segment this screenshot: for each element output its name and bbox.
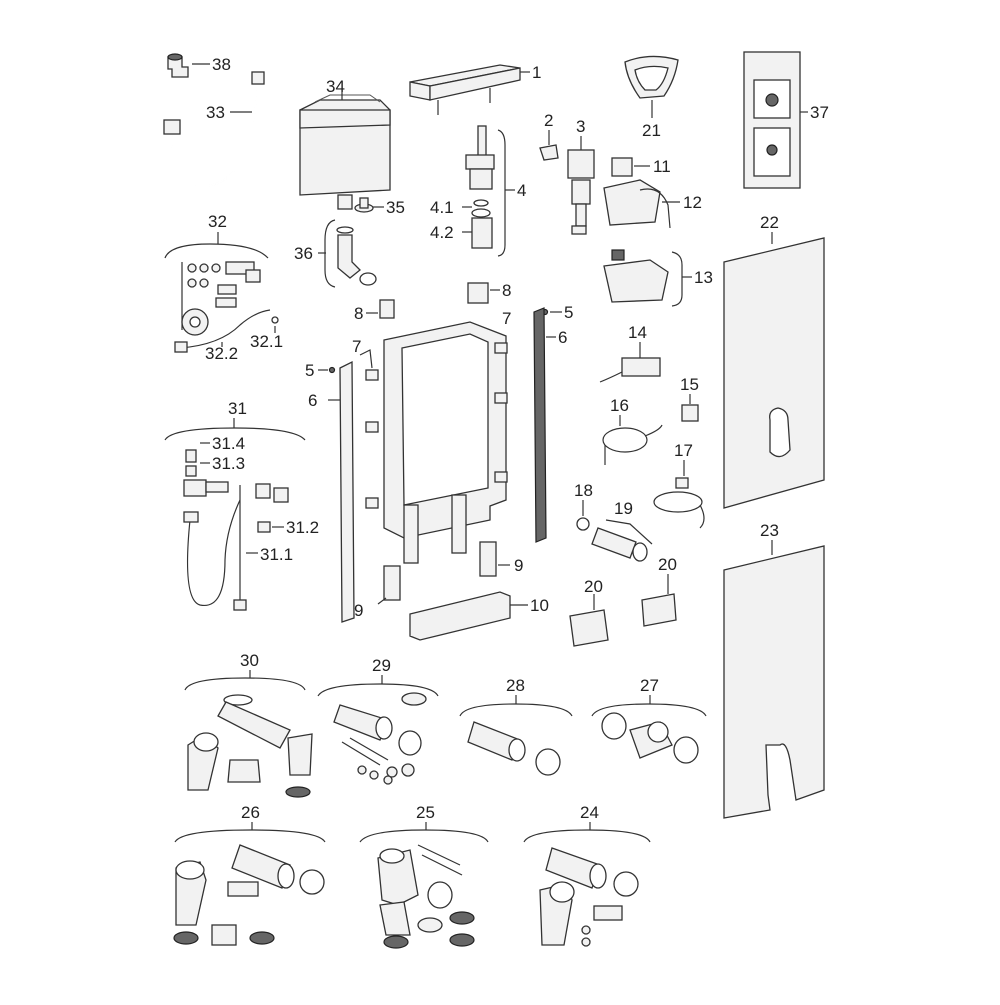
- label-4: 4: [517, 181, 526, 200]
- label-7-left: 7: [352, 337, 361, 356]
- label-35: 35: [386, 198, 405, 217]
- label-5-left: 5: [305, 361, 314, 380]
- part-22-panel: [723, 237, 825, 509]
- label-31-1: 31.1: [260, 545, 293, 564]
- label-1: 1: [532, 63, 541, 82]
- part-26-set: [173, 844, 325, 946]
- part-19-pipe: [591, 527, 648, 562]
- part-11-block: [611, 157, 633, 177]
- label-31-3: 31.3: [212, 454, 245, 473]
- part-2-clip: [539, 144, 559, 161]
- part-28-pipe: [467, 721, 561, 776]
- part-3-fill-valve: [567, 149, 595, 235]
- part-32-connection-set: [174, 261, 279, 353]
- part-18-seal: [576, 517, 590, 531]
- part-13-module: [603, 249, 669, 303]
- label-8-left: 8: [354, 304, 363, 323]
- part-27-set: [601, 712, 699, 764]
- label-32-2: 32.2: [205, 344, 238, 363]
- label-9-left: 9: [354, 601, 363, 620]
- label-37: 37: [810, 103, 829, 122]
- label-20-left: 20: [584, 577, 603, 596]
- label-4-1: 4.1: [430, 198, 454, 217]
- mounting-frame: [383, 321, 507, 564]
- part-24-set: [539, 847, 639, 947]
- label-10: 10: [530, 596, 549, 615]
- label-13: 13: [694, 268, 713, 287]
- label-31-2: 31.2: [286, 518, 319, 537]
- part-20-cover-right: [641, 593, 677, 627]
- part-6-rail-left: [339, 360, 355, 623]
- label-30: 30: [240, 651, 259, 670]
- part-23-panel: [723, 545, 825, 819]
- part-8-bracket-left: [379, 299, 395, 319]
- part-12-actuator: [603, 179, 671, 229]
- part-25-set: [377, 844, 475, 949]
- label-18: 18: [574, 481, 593, 500]
- label-26: 26: [241, 803, 260, 822]
- part-4-flush-valve: [465, 125, 495, 249]
- label-32: 32: [208, 212, 227, 231]
- label-17: 17: [674, 441, 693, 460]
- part-9-plate-right: [479, 541, 497, 577]
- part-5-screw-left: [328, 366, 336, 374]
- label-6-right: 6: [558, 328, 567, 347]
- label-28: 28: [506, 676, 525, 695]
- part-21-bracket: [624, 55, 679, 99]
- part-14-sensor: [599, 357, 661, 383]
- label-19: 19: [614, 499, 633, 518]
- part-33-hose: [163, 71, 265, 187]
- label-31: 31: [228, 399, 247, 418]
- label-29: 29: [372, 656, 391, 675]
- label-3: 3: [576, 117, 585, 136]
- label-38: 38: [212, 55, 231, 74]
- part-16-cable: [602, 424, 663, 465]
- part-30-set: [187, 694, 313, 798]
- part-9-plate-left: [383, 565, 401, 601]
- part-10-tray: [409, 591, 511, 641]
- part-20-cover-left: [569, 609, 609, 647]
- label-16: 16: [610, 396, 629, 415]
- label-31-4: 31.4: [212, 434, 245, 453]
- label-36: 36: [294, 244, 313, 263]
- label-22: 22: [760, 213, 779, 232]
- label-25: 25: [416, 803, 435, 822]
- part-6-rail-right: [533, 307, 547, 543]
- part-29-set: [333, 692, 427, 785]
- part-37-protection-plate: [743, 51, 801, 189]
- label-14: 14: [628, 323, 647, 342]
- part-8-bracket-right: [467, 282, 489, 304]
- label-27: 27: [640, 676, 659, 695]
- label-5-right: 5: [564, 303, 573, 322]
- label-4-2: 4.2: [430, 223, 454, 242]
- label-7-right: 7: [502, 309, 511, 328]
- label-23: 23: [760, 521, 779, 540]
- label-9-right: 9: [514, 556, 523, 575]
- part-31-connection-set: [183, 449, 289, 611]
- label-33: 33: [206, 103, 225, 122]
- part-34-cistern: [299, 94, 391, 210]
- part-38-elbow: [167, 53, 189, 78]
- part-1-cover: [409, 64, 521, 115]
- label-32-1: 32.1: [250, 332, 283, 351]
- label-6-left: 6: [308, 391, 317, 410]
- part-17-cable: [653, 477, 705, 529]
- label-12: 12: [683, 193, 702, 212]
- label-11: 11: [653, 157, 671, 176]
- label-34: 34: [326, 77, 345, 96]
- label-2: 2: [544, 111, 553, 130]
- label-24: 24: [580, 803, 599, 822]
- part-36-flush-bend: [336, 226, 377, 286]
- part-35-valve: [354, 197, 374, 213]
- label-8-right: 8: [502, 281, 511, 300]
- part-15-connector: [681, 404, 699, 422]
- label-21: 21: [642, 121, 661, 140]
- label-15: 15: [680, 375, 699, 394]
- label-20-right: 20: [658, 555, 677, 574]
